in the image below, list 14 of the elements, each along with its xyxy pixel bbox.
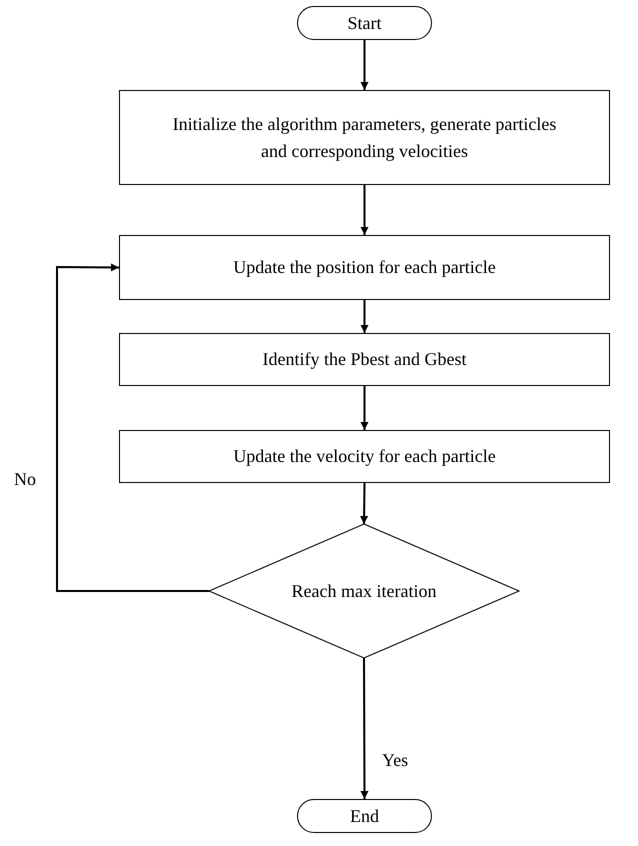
decision-text: Reach max iteration (292, 580, 436, 603)
arrow (360, 386, 368, 430)
process-box: Identify the Pbest and Gbest (119, 333, 610, 386)
arrow (56, 263, 209, 592)
process-box: Update the velocity for each particle (119, 430, 610, 483)
arrow (360, 300, 368, 333)
terminator-box: Start (297, 6, 432, 40)
arrow (360, 185, 368, 235)
process-box: Update the position for each particle (119, 235, 610, 300)
arrow (360, 40, 368, 90)
terminator-box: End (297, 799, 432, 833)
arrow (360, 482, 368, 524)
process-box: Initialize the algorithm parameters, generate particles and corresponding velocities (119, 90, 610, 185)
arrow (360, 658, 368, 799)
